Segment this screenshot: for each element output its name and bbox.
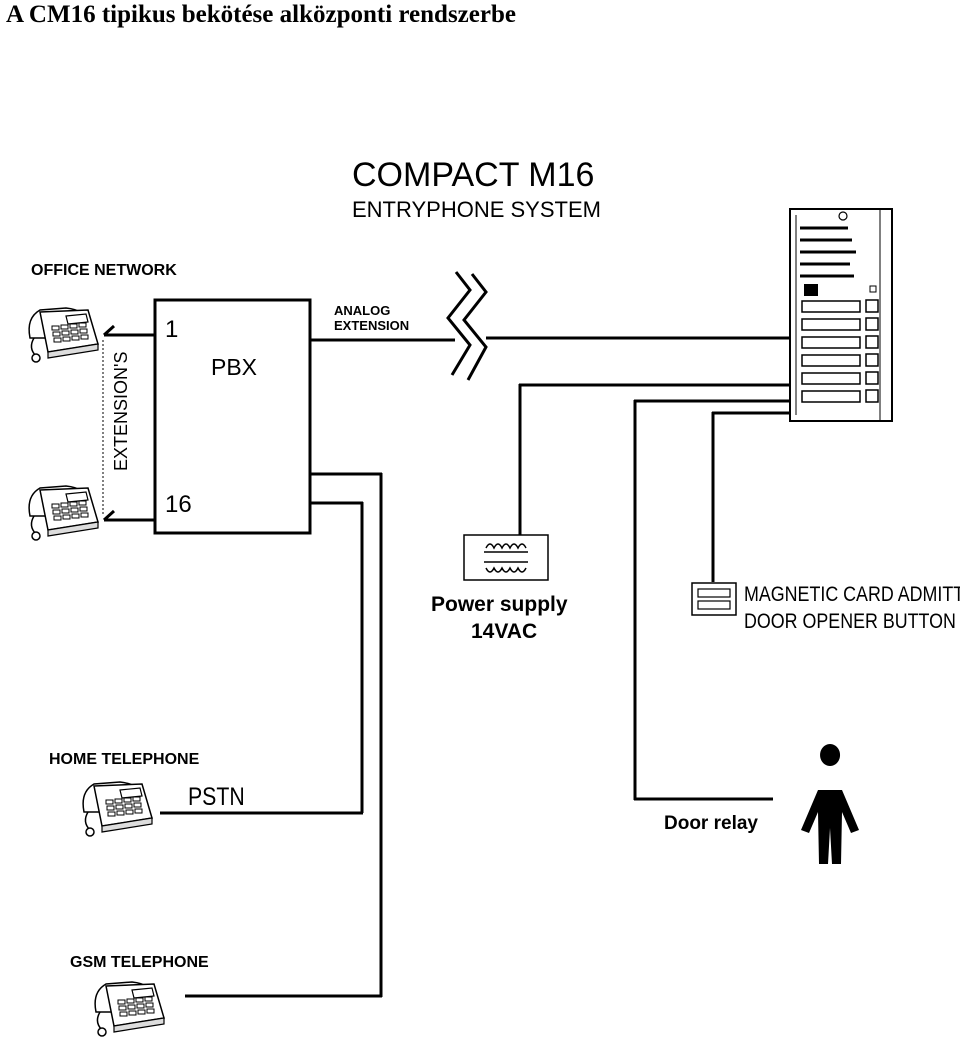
pstn-label: PSTN — [188, 783, 245, 811]
office-network-label: OFFICE NETWORK — [31, 262, 177, 279]
system-name: COMPACT M16 — [352, 156, 595, 194]
pbx-port-first: 1 — [165, 316, 179, 343]
door-opener-label: DOOR OPENER BUTTON — [744, 610, 956, 633]
home-telephone-label: HOME TELEPHONE — [49, 751, 200, 768]
entry-panel — [789, 208, 893, 422]
person-icon — [801, 744, 859, 864]
pbx-box — [153, 298, 312, 535]
extensions-bracket — [102, 324, 155, 522]
door-relay-label: Door relay — [664, 813, 758, 834]
pbx-label: PBX — [211, 354, 258, 380]
system-subtitle: ENTRYPHONE SYSTEM — [352, 197, 601, 222]
office-telephone-icon — [28, 307, 99, 363]
analog-extension-label-line2: EXTENSION — [334, 318, 410, 333]
card-admitter-icon — [691, 582, 737, 616]
card-admitter-label: MAGNETIC CARD ADMITTER — [744, 583, 960, 606]
office-telephone-icon — [28, 485, 99, 541]
pstn-gsm-wiring — [160, 472, 383, 998]
power-supply-label: Power supply — [431, 593, 568, 616]
home-telephone-icon — [82, 781, 153, 837]
power-supply-wiring — [518, 383, 790, 801]
pbx-port-last: 16 — [165, 491, 192, 518]
power-supply-voltage: 14VAC — [471, 620, 538, 643]
gsm-telephone-label: GSM TELEPHONE — [70, 954, 209, 971]
analog-extension-label-line1: ANALOG — [334, 303, 391, 318]
analog-extension-line — [310, 271, 790, 381]
page-title: A CM16 tipikus bekötése alközponti rends… — [6, 1, 516, 28]
gsm-telephone-icon — [94, 981, 165, 1037]
power-supply-transformer — [463, 534, 549, 581]
